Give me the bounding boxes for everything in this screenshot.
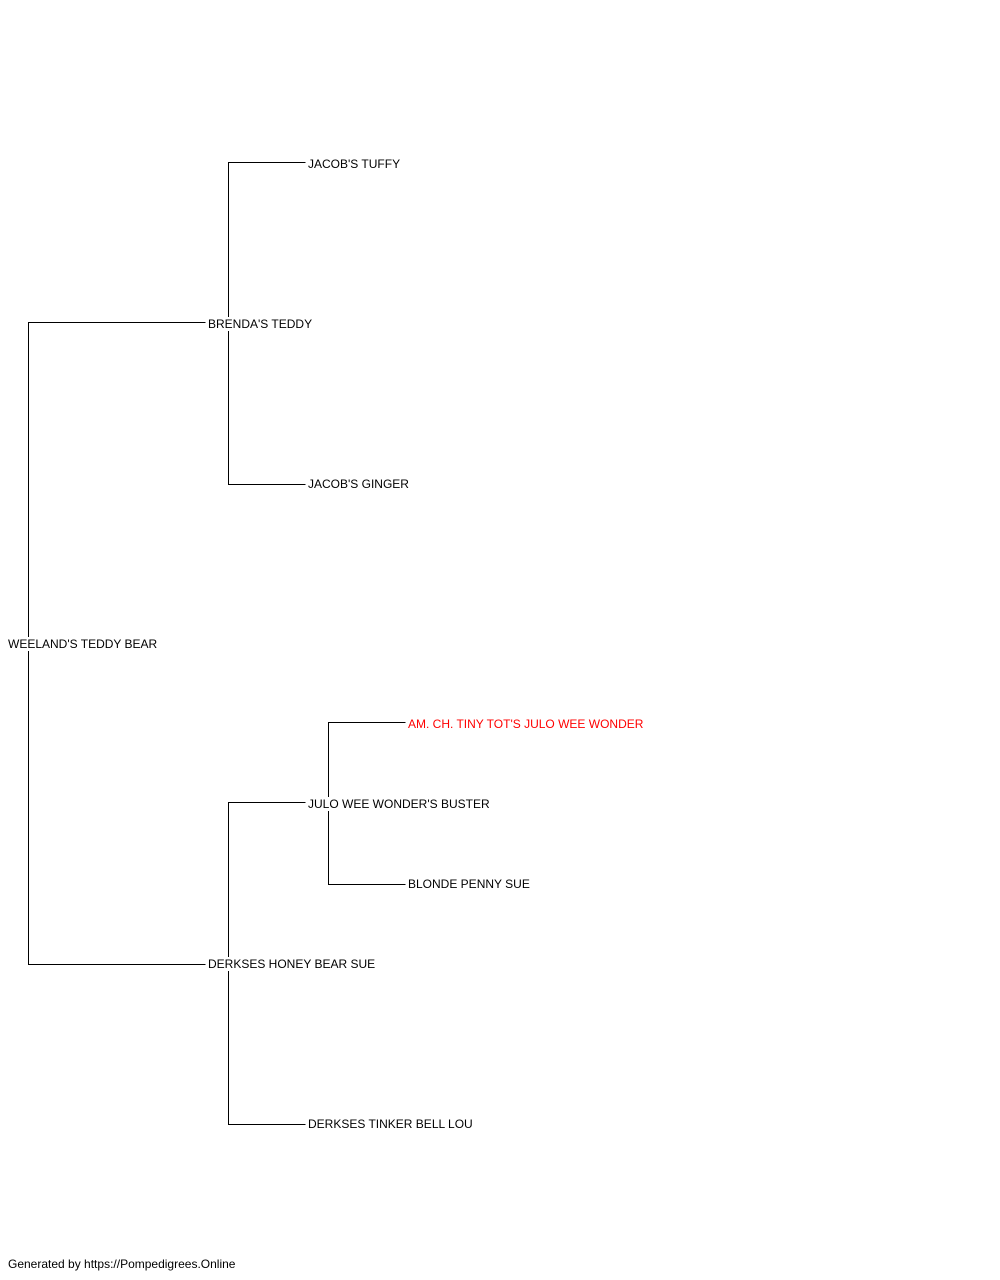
dam-sire-dam-name[interactable]: BLONDE PENNY SUE: [408, 877, 532, 891]
footer-credit: Generated by https://Pompedigrees.Online: [8, 1257, 236, 1271]
sire-dam-name[interactable]: JACOB'S GINGER: [308, 477, 411, 491]
subject-name[interactable]: WEELAND'S TEDDY BEAR: [8, 637, 160, 651]
dam-name[interactable]: DERKSES HONEY BEAR SUE: [208, 957, 378, 971]
sire-name[interactable]: BRENDA'S TEDDY: [208, 317, 315, 331]
dam-dam-name[interactable]: DERKSES TINKER BELL LOU: [308, 1117, 475, 1131]
dam-sire-sire-name[interactable]: AM. CH. TINY TOT'S JULO WEE WONDER: [408, 717, 646, 731]
dam-sire-name[interactable]: JULO WEE WONDER'S BUSTER: [308, 797, 492, 811]
sire-sire-name[interactable]: JACOB'S TUFFY: [308, 157, 403, 171]
